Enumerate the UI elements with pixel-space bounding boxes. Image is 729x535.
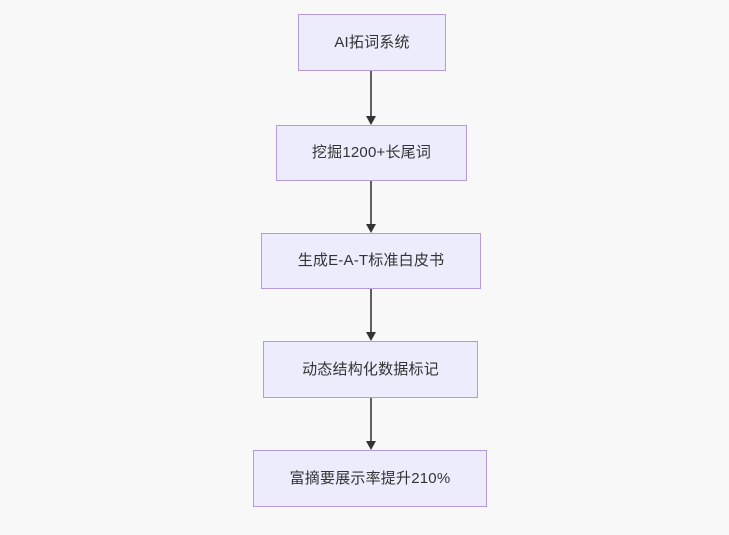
flow-node-rich-snippet-rate-increase[interactable]: 富摘要展示率提升210% [253,450,487,507]
connector-line [370,71,372,117]
flow-node-label: 生成E-A-T标准白皮书 [297,252,445,269]
flow-connector-arrow-1 [363,71,379,125]
flow-connector-arrow-3 [363,289,379,341]
flow-node-mine-longtail-keywords[interactable]: 挖掘1200+长尾词 [276,125,467,181]
connector-line [370,289,372,333]
flow-node-label: 富摘要展示率提升210% [289,469,451,487]
arrowhead-icon [366,332,376,341]
flow-node-label: 动态结构化数据标记 [302,360,439,378]
arrowhead-icon [366,441,376,450]
flow-node-label: 挖掘1200+长尾词 [311,144,432,161]
flow-node-dynamic-structured-data-markup[interactable]: 动态结构化数据标记 [263,341,478,398]
flow-connector-arrow-2 [363,181,379,233]
arrowhead-icon [366,224,376,233]
flow-node-ai-keyword-system[interactable]: AI拓词系统 [298,14,446,71]
arrowhead-icon [366,116,376,125]
connector-line [370,398,372,442]
flow-node-label: AI拓词系统 [334,33,410,51]
flow-connector-arrow-4 [363,398,379,450]
flow-node-generate-eat-whitepaper[interactable]: 生成E-A-T标准白皮书 [261,233,481,289]
connector-line [370,181,372,225]
